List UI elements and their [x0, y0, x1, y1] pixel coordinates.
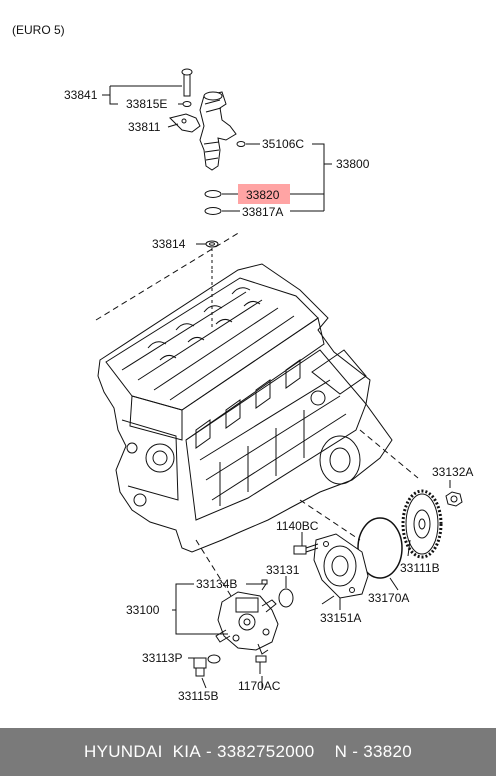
injector-assembly [169, 68, 246, 215]
label-33815e: 33815E [126, 97, 167, 111]
engine-block [95, 231, 419, 605]
label-33111b: 33111B [400, 561, 440, 575]
seal-washer-33814 [205, 240, 219, 248]
footer-brand: HYUNDAI KIA [84, 742, 201, 761]
label-1170ac: 1170AC [238, 679, 281, 693]
label-33100: 33100 [126, 603, 160, 617]
label-1140bc: 1140BC [276, 519, 319, 533]
label-33814: 33814 [152, 237, 186, 251]
footer-part-number: 33820 [363, 742, 412, 761]
label-35106c: 35106C [262, 137, 304, 151]
pump-oring [357, 517, 403, 579]
injector-seal-ring-33820 [204, 190, 222, 198]
fuel-pump-assembly [215, 579, 279, 655]
label-33115b: 33115B [178, 689, 218, 703]
flange-bolt [293, 532, 319, 555]
part-footer-bar: HYUNDAI KIA - 3382752000 N - 33820 [0, 728, 496, 776]
leader-lines-bottom [172, 583, 335, 689]
pump-seal-33131 [278, 588, 294, 608]
label-33811: 33811 [128, 120, 161, 134]
label-33817a: 33817A [242, 205, 283, 219]
footer-oem-number: 3382752000 [216, 742, 315, 761]
footer-separator-2: N - [314, 742, 364, 761]
label-33800: 33800 [336, 157, 370, 171]
label-33134b: 33134B [196, 577, 237, 591]
pump-bolt-1170ac [255, 655, 267, 674]
injector-oring-small [236, 141, 246, 147]
drain-washer [207, 654, 221, 664]
label-33841: 33841 [64, 88, 98, 102]
highlight-box [238, 184, 290, 204]
leader-lines-top [102, 85, 332, 245]
injector-bolt [183, 71, 191, 97]
label-33132a: 33132A [432, 465, 473, 479]
parts-diagram: (EURO 5) 33841 33815E 33811 35106C 33800… [12, 23, 473, 703]
drain-plug [193, 657, 207, 677]
part-labels: (EURO 5) 33841 33815E 33811 35106C 33800… [12, 23, 473, 703]
variant-label: (EURO 5) [12, 23, 65, 37]
label-33131: 33131 [266, 563, 300, 577]
injector-seal-ring-33817a [204, 207, 222, 215]
footer-separator-1: - [200, 742, 217, 761]
gear-nut-33132a [445, 480, 463, 507]
pump-drive-gear [401, 489, 443, 559]
bolt-washer [182, 101, 192, 107]
label-33151a: 33151A [320, 611, 361, 625]
label-33170a: 33170A [368, 591, 409, 605]
label-33820: 33820 [246, 188, 280, 202]
label-33113p: 33113P [142, 651, 182, 665]
pump-flange [313, 533, 369, 610]
